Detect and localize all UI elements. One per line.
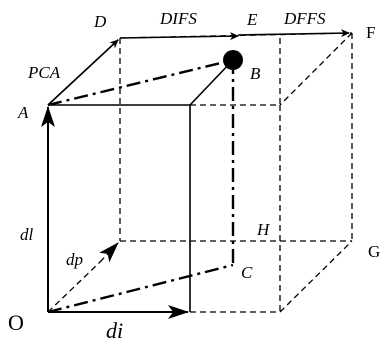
label-dl: dl <box>20 225 34 244</box>
label-b: B <box>250 64 261 83</box>
pca-arrow <box>47 39 119 106</box>
label-difs: DIFS <box>159 9 197 28</box>
label-d: D <box>93 12 107 31</box>
solid-box-edges <box>48 59 234 312</box>
label-g: G <box>368 242 380 261</box>
label-f: F <box>366 23 375 42</box>
vector-arrows <box>47 29 350 106</box>
label-o: O <box>8 310 24 335</box>
dash-dot-lines <box>47 58 235 314</box>
dp-axis-arrow <box>99 242 119 263</box>
point-b-marker <box>223 50 243 70</box>
label-dffs: DFFS <box>283 9 326 28</box>
a-to-b-dashdot <box>47 58 234 107</box>
label-c: C <box>241 263 253 282</box>
label-dp: dp <box>66 250 83 269</box>
dffs-arrow <box>237 29 350 38</box>
edge-top-right-diagonal <box>279 32 353 106</box>
label-di: di <box>106 318 123 343</box>
edge-bottom-left-back <box>47 261 101 313</box>
label-a: A <box>17 103 29 122</box>
edge-front-to-b <box>189 59 234 106</box>
edge-bottom-right-diagonal <box>279 240 353 313</box>
axis-arrows <box>41 106 189 319</box>
o-to-c-dashdot <box>47 263 234 314</box>
difs-arrow <box>119 32 239 41</box>
dashed-cube-edges <box>47 32 353 313</box>
label-h: H <box>256 220 271 239</box>
label-e: E <box>246 10 258 29</box>
label-pca: PCA <box>27 63 61 82</box>
